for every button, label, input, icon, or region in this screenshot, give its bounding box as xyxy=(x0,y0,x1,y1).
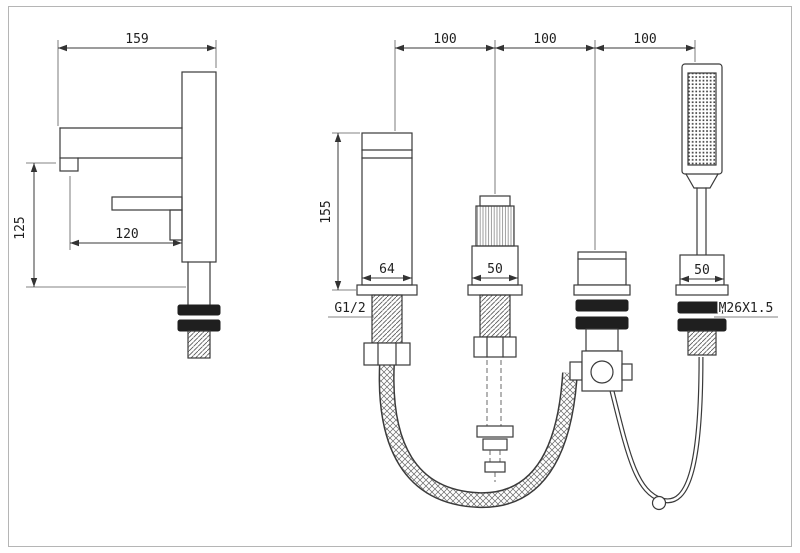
dim-reach-120: 120 xyxy=(69,176,182,250)
washer xyxy=(575,316,629,330)
washer xyxy=(677,318,727,332)
right-view: 100 100 100 64 G1/2 155 xyxy=(317,30,778,482)
washer xyxy=(575,299,629,312)
dim-height-125: 125 xyxy=(11,162,186,288)
valve-cap xyxy=(479,195,511,207)
diverter-column xyxy=(569,251,633,392)
threaded-shank xyxy=(479,294,511,338)
dim-label-width: 159 xyxy=(125,32,148,47)
lever-handle xyxy=(111,196,183,211)
inlet-port xyxy=(569,361,583,381)
dim-label-reach: 120 xyxy=(115,227,138,242)
dim-label-valve-width: 50 xyxy=(487,262,503,277)
spout-outlet xyxy=(59,157,79,172)
dim-width-159: 159 xyxy=(57,30,217,126)
diverter-knob xyxy=(590,360,614,384)
handset-thread-label: M26X1.5 xyxy=(719,301,774,316)
diverter-body xyxy=(577,251,627,286)
threaded-shank xyxy=(187,330,211,359)
washer xyxy=(177,304,221,316)
braided-hose xyxy=(378,362,578,509)
base-flange xyxy=(467,284,523,296)
spout-thread-label: G1/2 xyxy=(334,301,365,316)
shank xyxy=(585,328,619,352)
threaded-shank xyxy=(371,294,403,344)
hose-end-cap xyxy=(651,495,667,511)
handshower-neck xyxy=(685,173,719,189)
basin-faucet-side-view xyxy=(59,71,221,359)
hex-nut xyxy=(363,342,411,366)
handle-post xyxy=(169,209,183,241)
handshower-head xyxy=(681,63,723,175)
dim-label-spout-height: 155 xyxy=(319,200,334,223)
bath-spout-column: 64 G1/2 xyxy=(328,132,418,366)
dim-spacing-chain: 100 100 100 xyxy=(394,30,696,250)
handshower-column: 50 M26X1.5 xyxy=(675,63,778,356)
knurled-section xyxy=(475,205,515,247)
handshower-hose xyxy=(609,356,704,511)
page-border xyxy=(8,6,792,547)
outlet-port xyxy=(621,363,633,381)
dim-label-spacing-3: 100 xyxy=(633,32,656,47)
threaded-shank xyxy=(687,330,717,356)
base-flange xyxy=(356,284,418,296)
faucet-body xyxy=(181,71,217,263)
diverter-valve-body xyxy=(581,350,623,392)
dim-label-handset-width: 50 xyxy=(694,263,710,278)
dim-label-spacing-1: 100 xyxy=(433,32,456,47)
left-view: 159 125 120 xyxy=(11,30,221,359)
dim-spout-height-155: 155 xyxy=(317,132,360,291)
dim-label-height: 125 xyxy=(13,216,28,239)
spray-face xyxy=(687,72,717,166)
base-flange xyxy=(675,284,729,296)
dim-label-spacing-2: 100 xyxy=(533,32,556,47)
washer xyxy=(177,319,221,332)
popup-waste-phantom xyxy=(476,360,514,482)
mixer-valve-column: 50 xyxy=(467,195,523,482)
washer xyxy=(677,301,727,314)
dim-label-spout-width: 64 xyxy=(379,262,395,277)
hex-nut xyxy=(473,336,517,358)
base-flange xyxy=(573,284,631,296)
